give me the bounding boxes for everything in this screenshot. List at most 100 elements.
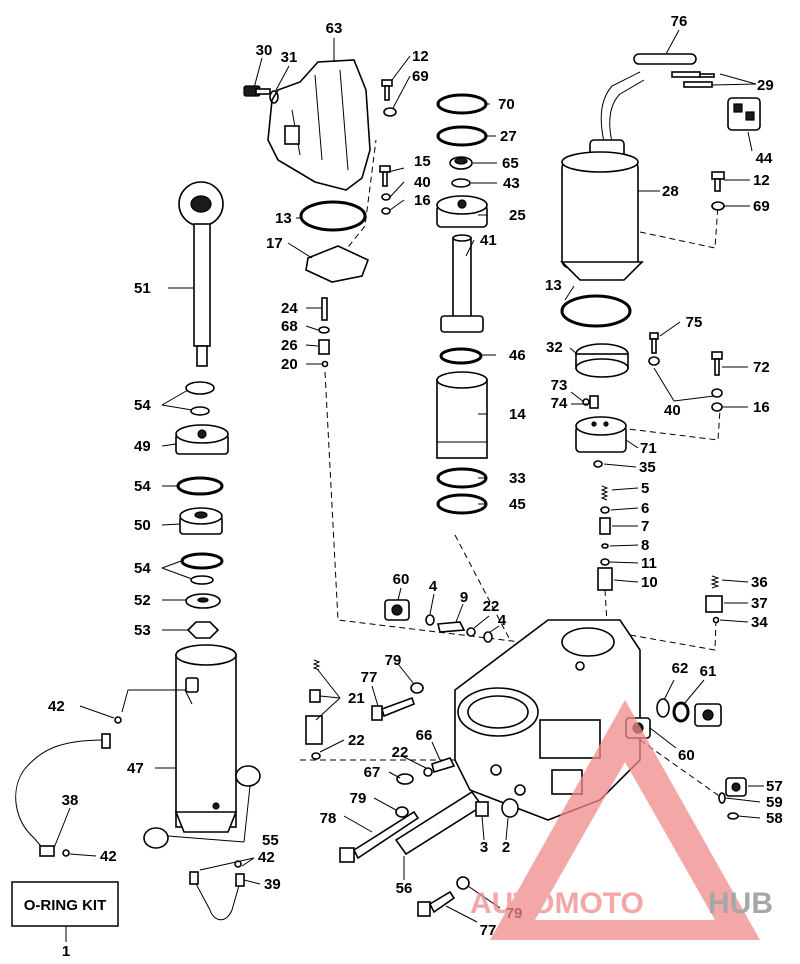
part-3-bushing <box>475 801 489 817</box>
label-79a: 79 <box>385 652 402 669</box>
label-34: 34 <box>751 614 768 631</box>
label-60a: 60 <box>393 571 410 588</box>
part-54-oring-c <box>176 476 224 496</box>
part-39-tube <box>193 879 241 921</box>
part-12-screw-a <box>381 79 393 101</box>
label-32: 32 <box>546 339 563 356</box>
part-42-oring-c <box>234 860 242 868</box>
part-70-oring <box>436 93 488 115</box>
part-10-plug <box>597 567 613 591</box>
label-63: 63 <box>326 20 343 37</box>
label-36: 36 <box>751 574 768 591</box>
part-4-spring-b <box>483 631 493 643</box>
label-49: 49 <box>134 438 151 455</box>
label-45: 45 <box>509 496 526 513</box>
part-53-nut <box>186 621 220 639</box>
label-77b: 77 <box>480 922 497 939</box>
label-4b: 4 <box>498 612 507 629</box>
part-65-seal <box>449 156 473 170</box>
label-29: 29 <box>757 77 774 94</box>
part-77-bolt-b <box>417 890 456 917</box>
part-78-bolt <box>339 810 420 863</box>
watermark-triangle-icon <box>490 700 760 940</box>
label-60b: 60 <box>678 747 695 764</box>
label-40b: 40 <box>664 402 681 419</box>
part-69-washer-b <box>711 201 725 211</box>
part-40-washer-a <box>381 193 391 201</box>
part-40-washer-b <box>648 356 660 366</box>
label-58: 58 <box>766 810 783 827</box>
part-72-screw <box>711 351 723 376</box>
label-28: 28 <box>662 183 679 200</box>
label-2: 2 <box>502 839 510 856</box>
part-42-oring-a <box>114 716 122 724</box>
part-29-terminals <box>671 71 715 88</box>
label-79b: 79 <box>350 790 367 807</box>
label-43: 43 <box>503 175 520 192</box>
label-21: 21 <box>348 690 365 707</box>
part-22-oring-b <box>311 752 321 760</box>
label-37: 37 <box>751 595 768 612</box>
label-77a: 77 <box>361 669 378 686</box>
leader-lines <box>53 29 764 942</box>
label-20: 20 <box>281 356 298 373</box>
part-41-piston-rod <box>440 234 484 333</box>
part-17-plate <box>305 245 370 283</box>
label-50: 50 <box>134 517 151 534</box>
automotohub-watermark: AUTOMOTO HUB <box>470 700 773 940</box>
part-54-oring-a <box>185 381 215 395</box>
label-22a: 22 <box>483 598 500 615</box>
label-71: 71 <box>640 440 657 457</box>
part-16-washer-a <box>381 207 391 215</box>
part-4-spring-a <box>425 614 435 626</box>
part-75-screw <box>649 332 659 354</box>
part-71-pump <box>575 416 627 453</box>
label-13b: 13 <box>545 277 562 294</box>
part-6-oring <box>600 506 610 514</box>
part-15-screw <box>379 165 391 187</box>
part-16-washer-b <box>711 402 723 412</box>
label-8: 8 <box>641 537 649 554</box>
label-30: 30 <box>256 42 273 59</box>
label-74: 74 <box>551 395 568 412</box>
part-74-pin <box>589 395 599 409</box>
part-67-oring <box>396 773 414 785</box>
label-14: 14 <box>509 406 526 423</box>
label-51: 51 <box>134 280 151 297</box>
part-79-washer-a <box>410 682 424 694</box>
part-40-washer-c <box>711 388 723 398</box>
part-14-cylinder <box>436 371 488 459</box>
label-26: 26 <box>281 337 298 354</box>
label-16b: 16 <box>753 399 770 416</box>
part-47-cylinder <box>174 644 238 833</box>
part-54-oring-d <box>180 552 224 570</box>
label-24: 24 <box>281 300 298 317</box>
part-63-cover <box>267 59 371 191</box>
pump-housing <box>454 619 641 821</box>
part-51-piston-rod <box>178 181 224 367</box>
part-44-connector <box>727 97 761 131</box>
part-32-manifold <box>575 343 629 378</box>
part-50-piston <box>179 507 223 535</box>
label-68: 68 <box>281 318 298 335</box>
label-3: 3 <box>480 839 488 856</box>
part-52-washer <box>185 593 221 609</box>
label-35: 35 <box>639 459 656 476</box>
label-54a: 54 <box>134 397 151 414</box>
part-30-bolt <box>243 85 271 97</box>
part-13-oring-b <box>560 294 632 328</box>
oring-kit-box <box>11 881 119 927</box>
label-42a: 42 <box>48 698 65 715</box>
part-77-bolt-a <box>371 696 415 721</box>
label-54b: 54 <box>134 478 151 495</box>
part-27-oring <box>436 125 488 147</box>
part-68-oring <box>318 326 330 334</box>
part-69-washer-a <box>383 107 397 117</box>
label-41: 41 <box>480 232 497 249</box>
part-62-oring <box>656 698 670 718</box>
part-79-washer-b <box>395 806 409 818</box>
part-21-valve-set <box>305 659 323 745</box>
part-5-spring <box>600 485 609 501</box>
part-38-fitting <box>39 733 111 857</box>
